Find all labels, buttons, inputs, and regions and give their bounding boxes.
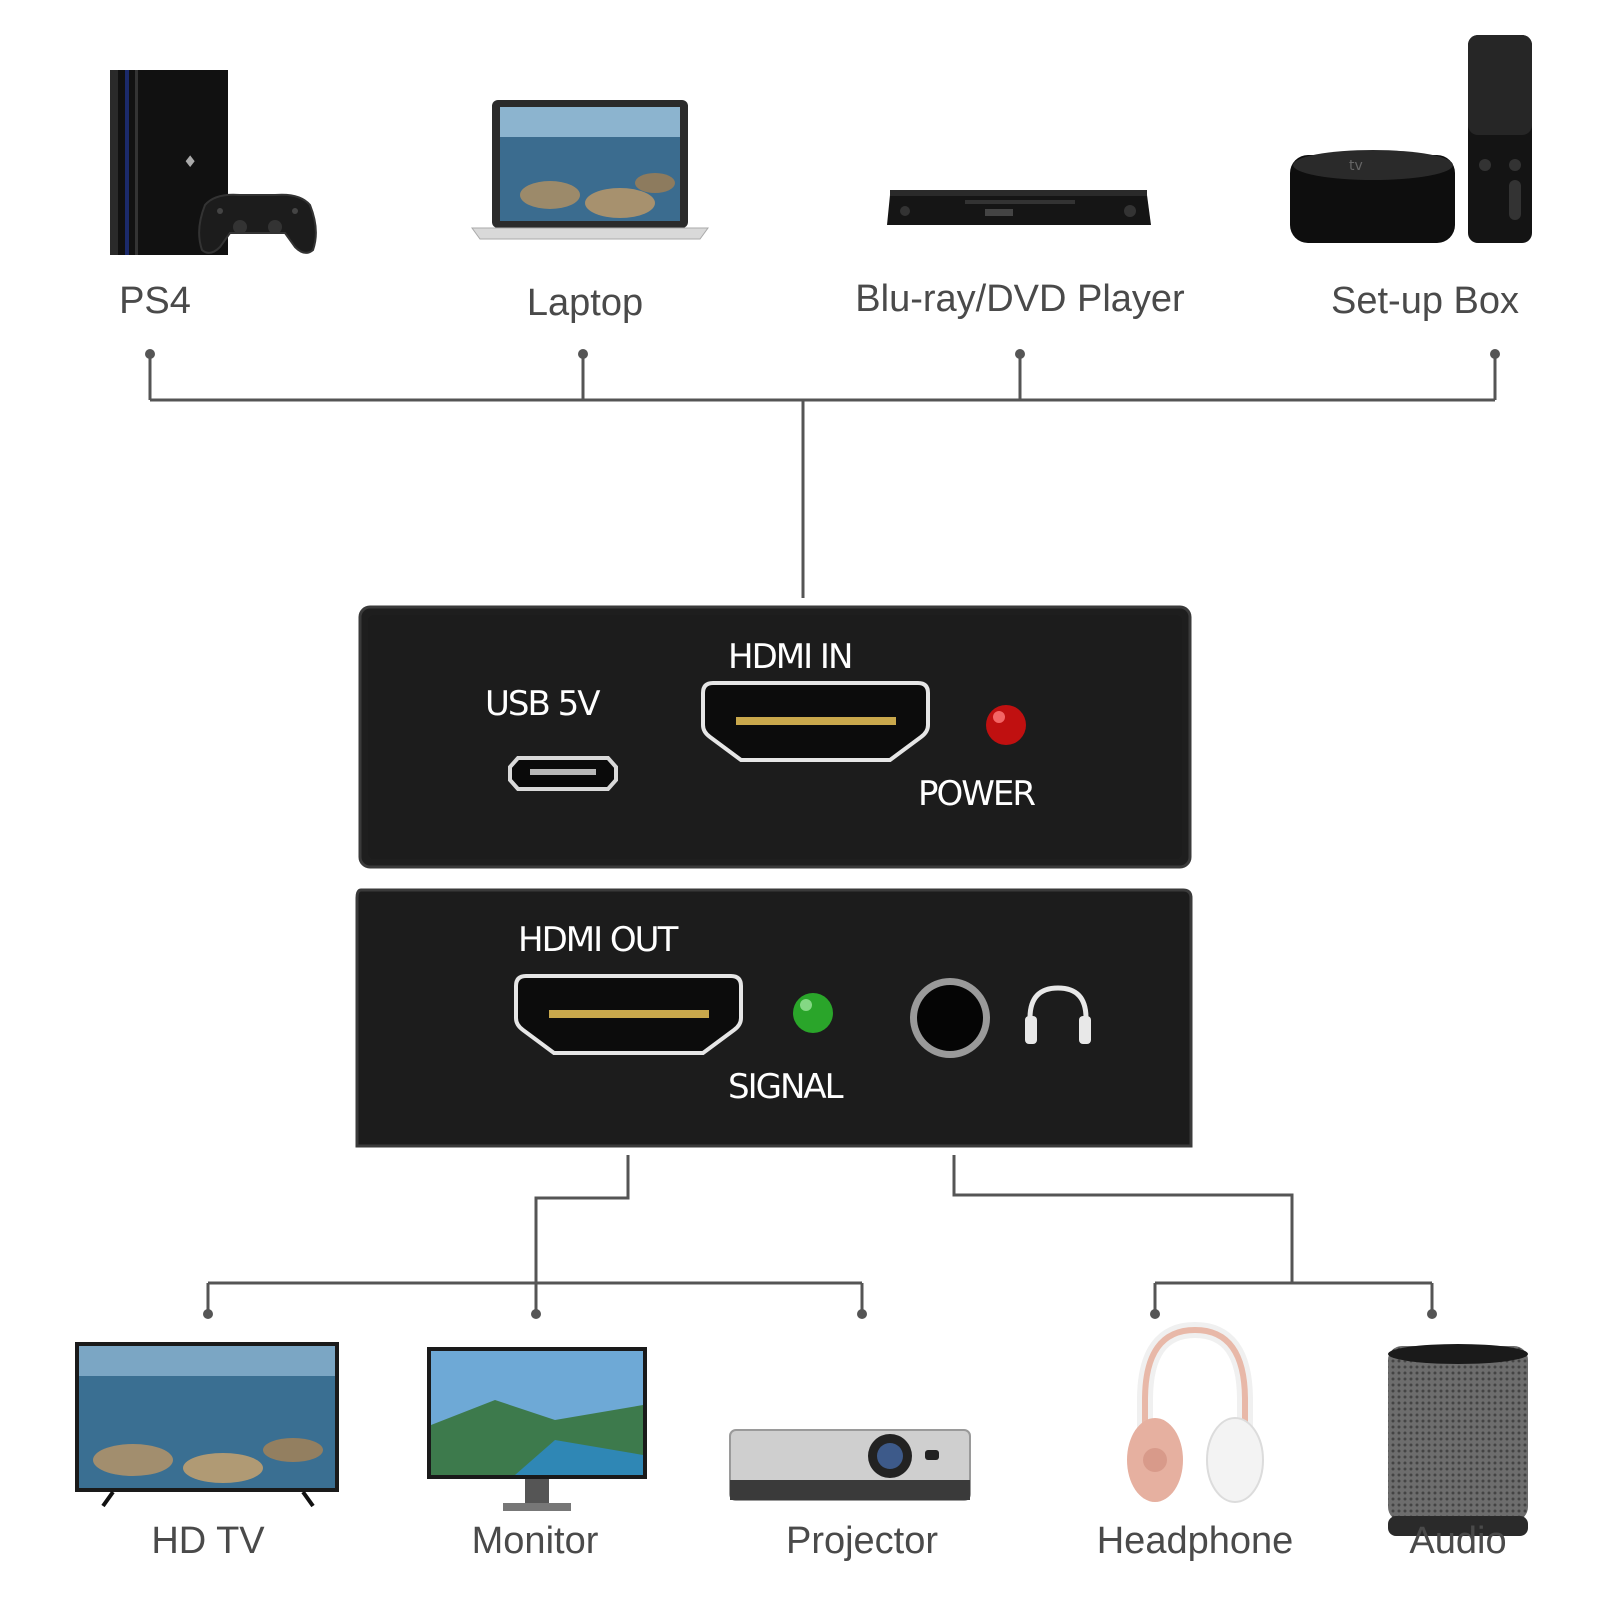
source-label-laptop: Laptop (526, 282, 644, 324)
output-label-tv: HD TV (151, 1520, 265, 1562)
line-audio-out (952, 1155, 1294, 1283)
device-front-panel: HDMI IN USB 5V POWER (358, 605, 1192, 869)
hdmi-in-port[interactable] (701, 681, 930, 762)
hdmi-out-label: HDMI OUT (518, 920, 679, 960)
audio-jack[interactable] (910, 978, 990, 1058)
output-label-headphone: Headphone (1096, 1520, 1294, 1562)
svg-text:tv: tv (1349, 158, 1363, 174)
signal-label: SIGNAL (728, 1067, 844, 1107)
hdmi-out-port[interactable] (514, 974, 743, 1055)
headphone-device-icon (1127, 1321, 1264, 1503)
headphone-icon (1025, 985, 1091, 1044)
output-label-audio: Audio (1409, 1520, 1507, 1562)
monitor-icon (427, 1347, 647, 1511)
source-label-bluray: Blu-ray/DVD Player (855, 278, 1185, 320)
power-label: POWER (918, 774, 1035, 814)
device-back-panel: HDMI OUT SIGNAL (355, 888, 1193, 1148)
power-led (986, 705, 1026, 745)
set-top-box-icon: tv (1290, 35, 1532, 243)
output-label-projector: Projector (785, 1520, 939, 1562)
bluray-player-icon (887, 190, 1151, 225)
source-label-ps4: PS4 (119, 280, 191, 322)
usb-port[interactable] (508, 756, 618, 791)
usb-label: USB 5V (485, 684, 600, 724)
laptop-icon (471, 100, 709, 240)
line-hdmi-out (534, 1155, 630, 1312)
hdmi-in-label: HDMI IN (728, 637, 851, 677)
speaker-icon (1388, 1344, 1528, 1536)
source-label-settop: Set-up Box (1331, 280, 1519, 322)
signal-led (793, 993, 833, 1033)
projector-icon (729, 1429, 971, 1501)
ps4-console-icon: ♦ (110, 70, 317, 255)
svg-text:♦: ♦ (183, 152, 197, 171)
output-label-monitor: Monitor (471, 1520, 599, 1562)
tv-icon (75, 1342, 339, 1508)
